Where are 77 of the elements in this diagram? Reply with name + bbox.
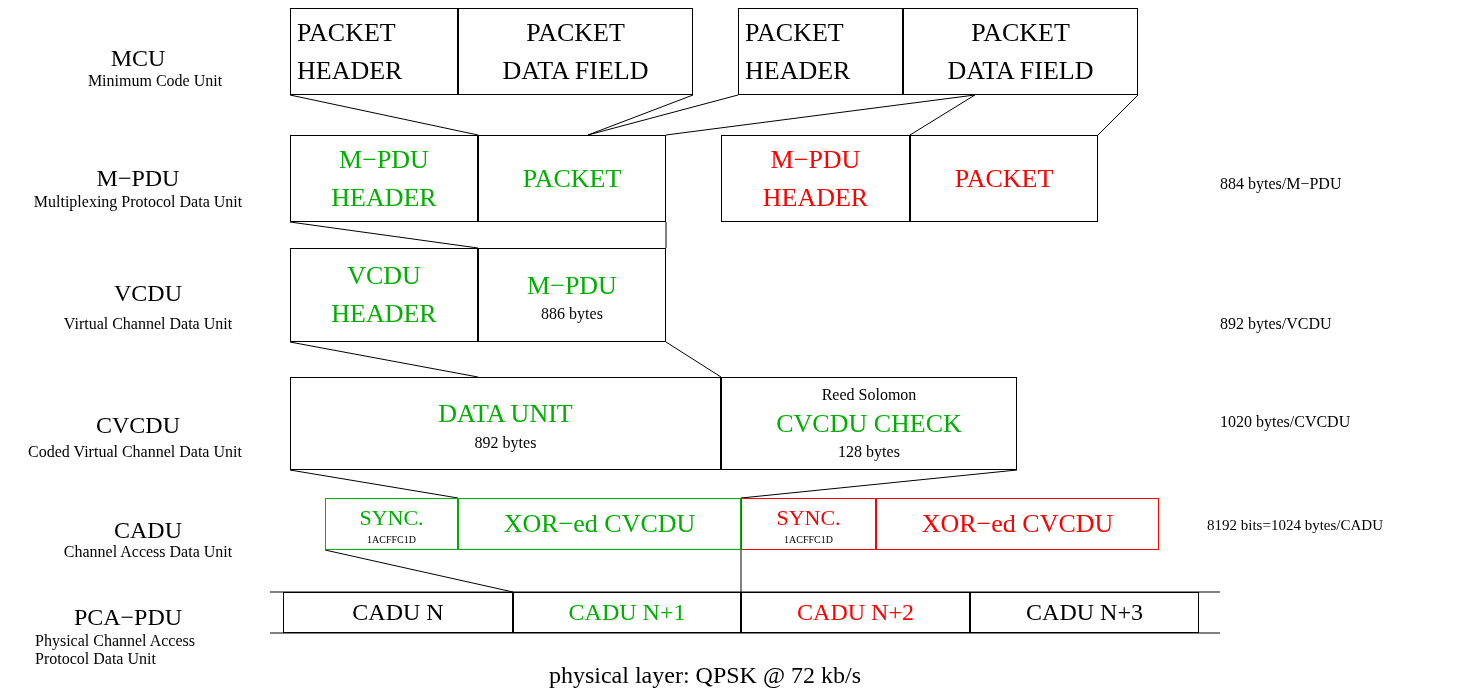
field-label: PACKET DATA FIELD: [501, 16, 650, 87]
frame-field: [478, 248, 666, 342]
field-label: VCDU HEADER: [330, 260, 438, 330]
layer-name: MCU: [110, 45, 166, 72]
layer-name: CVCDU: [96, 412, 180, 439]
mapping-line: [665, 341, 722, 378]
mapping-line: [740, 469, 1018, 499]
layer-description: Multiplexing Protocol Data Unit: [33, 193, 243, 211]
mapping-line: [289, 221, 479, 249]
frame-field: [741, 592, 970, 633]
layer-description: Channel Access Data Unit: [63, 543, 233, 561]
field-label: CADU N+2: [797, 598, 914, 628]
mapping-line: [289, 469, 459, 499]
layer-description: Physical Channel Access Protocol Data Unit: [35, 632, 196, 668]
field-label: M−PDU HEADER: [330, 143, 438, 214]
field-note: 1ACFFC1D: [784, 533, 833, 546]
field-label: SYNC.: [776, 504, 841, 533]
frame-field: [290, 377, 721, 470]
mapping-line: [665, 94, 976, 136]
layer-name: M−PDU: [96, 165, 180, 192]
field-label: DATA UNIT: [438, 398, 573, 431]
frame-field: [290, 248, 478, 342]
layer-description: Minimum Code Unit: [87, 72, 223, 90]
frame-field: [478, 135, 666, 222]
frame-field: [970, 592, 1199, 633]
layer-description: Coded Virtual Channel Data Unit: [28, 443, 242, 461]
mapping-line: [324, 549, 514, 593]
field-label: XOR−ed CVCDU: [503, 508, 696, 541]
size-note: 884 bytes/M−PDU: [1220, 175, 1342, 193]
frame-field: [283, 592, 513, 633]
field-note: 886 bytes: [541, 304, 603, 324]
mapping-line: [740, 549, 742, 593]
frame-field: [738, 8, 903, 95]
frame-field: [876, 498, 1159, 550]
layer-description: Virtual Channel Data Unit: [63, 315, 233, 333]
frame-field: [513, 592, 741, 633]
frame-field: [721, 135, 910, 222]
field-note: 892 bytes: [474, 432, 537, 452]
frame-field: [325, 498, 458, 550]
layer-name: PCA−PDU: [73, 604, 183, 631]
mapping-line: [289, 341, 479, 378]
field-label: CVCDU CHECK: [776, 407, 962, 440]
size-note: 892 bytes/VCDU: [1220, 315, 1332, 333]
mapping-line: [1097, 94, 1139, 136]
frame-field: [721, 377, 1017, 470]
mapping-line: [909, 94, 976, 136]
caption: physical layer: QPSK @ 72 kb/s: [548, 662, 862, 689]
field-label: M−PDU: [527, 269, 617, 302]
frame-field: [458, 498, 741, 550]
field-label: M−PDU HEADER: [761, 143, 870, 214]
layer-name: VCDU: [114, 280, 182, 307]
field-note: Reed Solomon: [821, 385, 917, 405]
field-label: PACKET: [522, 162, 622, 195]
field-label: PACKET: [954, 162, 1054, 195]
frame-field: [910, 135, 1098, 222]
frame-field: [290, 135, 478, 222]
field-label: PACKET HEADER: [297, 16, 404, 87]
frame-field: [741, 498, 876, 550]
size-note: 1020 bytes/CVCDU: [1220, 413, 1351, 431]
frame-field: [903, 8, 1138, 95]
layer-name: CADU: [114, 517, 182, 544]
mapping-line: [587, 94, 739, 136]
frame-field: [290, 8, 458, 95]
frame-field: [458, 8, 693, 95]
size-note: 8192 bits=1024 bytes/CADU: [1207, 517, 1383, 534]
field-label: XOR−ed CVCDU: [921, 508, 1114, 541]
field-note: 1ACFFC1D: [367, 533, 416, 546]
field-label: CADU N+3: [1026, 598, 1143, 628]
field-label: CADU N+1: [568, 598, 686, 628]
field-label: SYNC.: [359, 504, 424, 533]
field-label: PACKET DATA FIELD: [946, 16, 1095, 87]
mapping-line: [289, 94, 479, 136]
field-label: CADU N: [352, 598, 444, 628]
mapping-line: [587, 94, 694, 136]
field-label: PACKET HEADER: [745, 16, 852, 87]
field-note: 128 bytes: [838, 442, 900, 462]
mapping-line: [665, 221, 667, 249]
